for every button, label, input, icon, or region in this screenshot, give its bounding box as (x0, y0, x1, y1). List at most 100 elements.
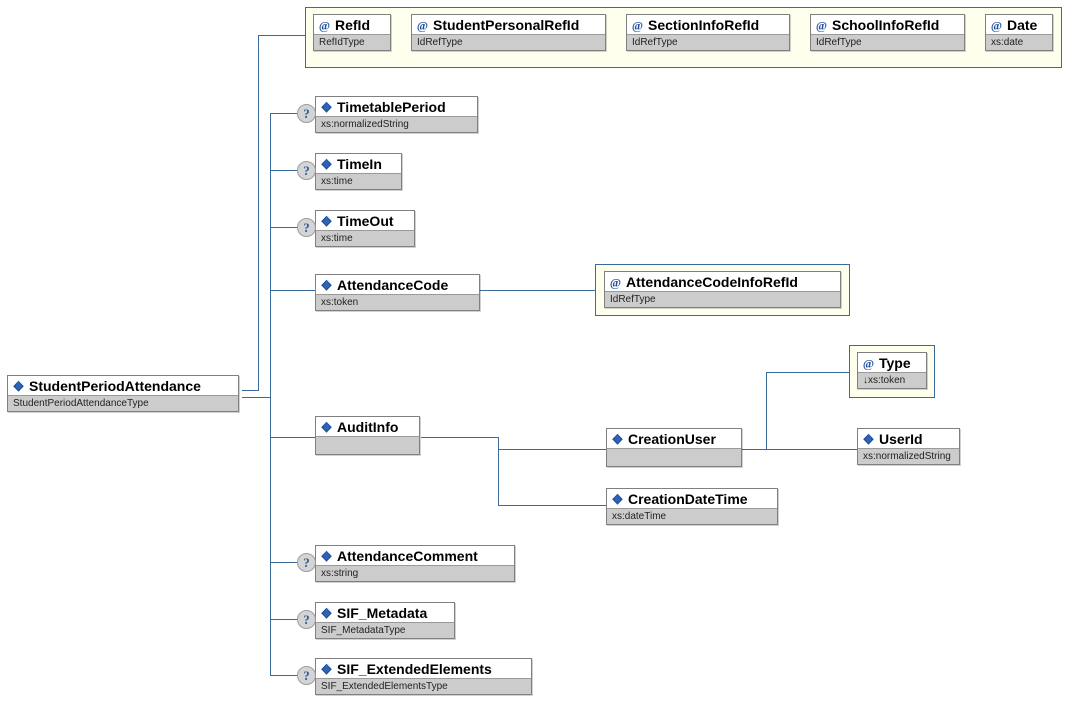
node-type-text: xs:token (868, 375, 906, 386)
connector-auditinfo-out (421, 437, 498, 438)
node-timein[interactable]: TimeIn xs:time (315, 153, 402, 190)
node-timeout[interactable]: TimeOut xs:time (315, 210, 415, 247)
node-type: StudentPeriodAttendanceType (8, 395, 238, 411)
connector-element-trunk (270, 113, 271, 675)
node-label: StudentPersonalRefId (433, 17, 580, 33)
node-type: SIF_ExtendedElementsType (316, 678, 531, 694)
element-icon (320, 158, 333, 171)
node-student-period-attendance[interactable]: StudentPeriodAttendance StudentPeriodAtt… (7, 375, 239, 412)
optional-marker-timeout: ? (297, 218, 316, 237)
node-label: AttendanceCodeInfoRefId (626, 274, 798, 290)
node-attr-date[interactable]: @ Date xs:date (985, 14, 1053, 51)
node-type: IdRefType (605, 291, 840, 307)
node-sif-extendedelements[interactable]: SIF_ExtendedElements SIF_ExtendedElement… (315, 658, 532, 695)
connector-branch-sifmetadata (270, 619, 297, 620)
element-icon (862, 433, 875, 446)
attribute-icon: @ (609, 276, 622, 289)
optional-marker-attendancecomment: ? (297, 553, 316, 572)
connector-auditinfo-to-creationdatetime (498, 505, 606, 506)
node-title: TimeOut (316, 211, 414, 230)
node-label: CreationUser (628, 431, 716, 447)
node-type: xs:normalizedString (316, 116, 477, 132)
element-icon (12, 380, 25, 393)
connector-root-to-attribute-trunk (242, 390, 259, 391)
node-attr-type[interactable]: @ Type ↓xs:token (857, 352, 927, 389)
element-icon (320, 215, 333, 228)
connector-branch-timein (270, 170, 297, 171)
node-title: TimeIn (316, 154, 401, 173)
node-type (316, 436, 419, 454)
svg-text:@: @ (816, 19, 827, 32)
node-attr-studentpersonalrefid[interactable]: @ StudentPersonalRefId IdRefType (411, 14, 606, 51)
element-icon (320, 607, 333, 620)
node-label: AttendanceCode (337, 277, 449, 293)
node-title: @ SchoolInfoRefId (811, 15, 964, 34)
element-icon (320, 421, 333, 434)
node-title: @ Date (986, 15, 1052, 34)
node-attr-refid[interactable]: @ RefId RefIdType (313, 14, 391, 51)
connector-auditinfo-to-creationuser (498, 449, 606, 450)
attribute-icon: @ (631, 19, 644, 32)
connector-branch-timetableperiod (270, 113, 297, 114)
node-sif-metadata[interactable]: SIF_Metadata SIF_MetadataType (315, 602, 455, 639)
node-creationuser[interactable]: CreationUser (606, 428, 742, 467)
node-type: xs:time (316, 230, 414, 246)
node-attr-schoolinforefid[interactable]: @ SchoolInfoRefId IdRefType (810, 14, 965, 51)
node-attr-sectioninforefid[interactable]: @ SectionInfoRefId IdRefType (626, 14, 790, 51)
node-attendancecode[interactable]: AttendanceCode xs:token (315, 274, 480, 311)
node-auditinfo[interactable]: AuditInfo (315, 416, 420, 455)
node-type: IdRefType (811, 34, 964, 50)
attribute-icon: @ (862, 357, 875, 370)
node-type: RefIdType (314, 34, 390, 50)
connector-attribute-trunk (258, 35, 259, 390)
node-title: @ RefId (314, 15, 390, 34)
node-label: SchoolInfoRefId (832, 17, 940, 33)
connector-attribute-to-panel (258, 35, 305, 36)
svg-text:@: @ (991, 19, 1002, 32)
node-type: xs:string (316, 565, 514, 581)
node-creationdatetime[interactable]: CreationDateTime xs:dateTime (606, 488, 778, 525)
node-type: xs:normalizedString (858, 448, 959, 464)
svg-text:@: @ (319, 19, 330, 32)
svg-text:@: @ (417, 19, 428, 32)
node-label: Date (1007, 17, 1038, 33)
node-type: SIF_MetadataType (316, 622, 454, 638)
optional-marker-sifmetadata: ? (297, 610, 316, 629)
node-type: ↓xs:token (858, 372, 926, 388)
attribute-icon: @ (815, 19, 828, 32)
node-label: UserId (879, 431, 923, 447)
node-attr-attendancecodeinforefid[interactable]: @ AttendanceCodeInfoRefId IdRefType (604, 271, 841, 308)
node-title: @ SectionInfoRefId (627, 15, 789, 34)
node-title: SIF_ExtendedElements (316, 659, 531, 678)
node-title: @ Type (858, 353, 926, 372)
connector-branch-sifextendedelements (270, 675, 297, 676)
optional-marker-timein: ? (297, 161, 316, 180)
node-type: IdRefType (627, 34, 789, 50)
node-label: TimeIn (337, 156, 382, 172)
connector-root-to-element-trunk (242, 397, 271, 398)
attribute-icon: @ (318, 19, 331, 32)
svg-text:@: @ (632, 19, 643, 32)
node-title: AttendanceCode (316, 275, 479, 294)
element-icon (320, 663, 333, 676)
connector-attendancecode-to-attr (480, 290, 597, 291)
node-label: SIF_ExtendedElements (337, 661, 492, 677)
node-userid[interactable]: UserId xs:normalizedString (857, 428, 960, 465)
node-type: xs:date (986, 34, 1052, 50)
node-title: AuditInfo (316, 417, 419, 436)
connector-branch-attendancecomment (270, 562, 297, 563)
node-attendancecomment[interactable]: AttendanceComment xs:string (315, 545, 515, 582)
connector-branch-timeout (270, 227, 297, 228)
node-timetableperiod[interactable]: TimetablePeriod xs:normalizedString (315, 96, 478, 133)
node-label: SIF_Metadata (337, 605, 428, 621)
connector-creationuser-out (742, 449, 863, 450)
node-title: AttendanceComment (316, 546, 514, 565)
node-label: AttendanceComment (337, 548, 478, 564)
node-title: SIF_Metadata (316, 603, 454, 622)
element-icon (320, 550, 333, 563)
element-icon (611, 433, 624, 446)
node-type: xs:dateTime (607, 508, 777, 524)
node-type: IdRefType (412, 34, 605, 50)
node-title: @ StudentPersonalRefId (412, 15, 605, 34)
